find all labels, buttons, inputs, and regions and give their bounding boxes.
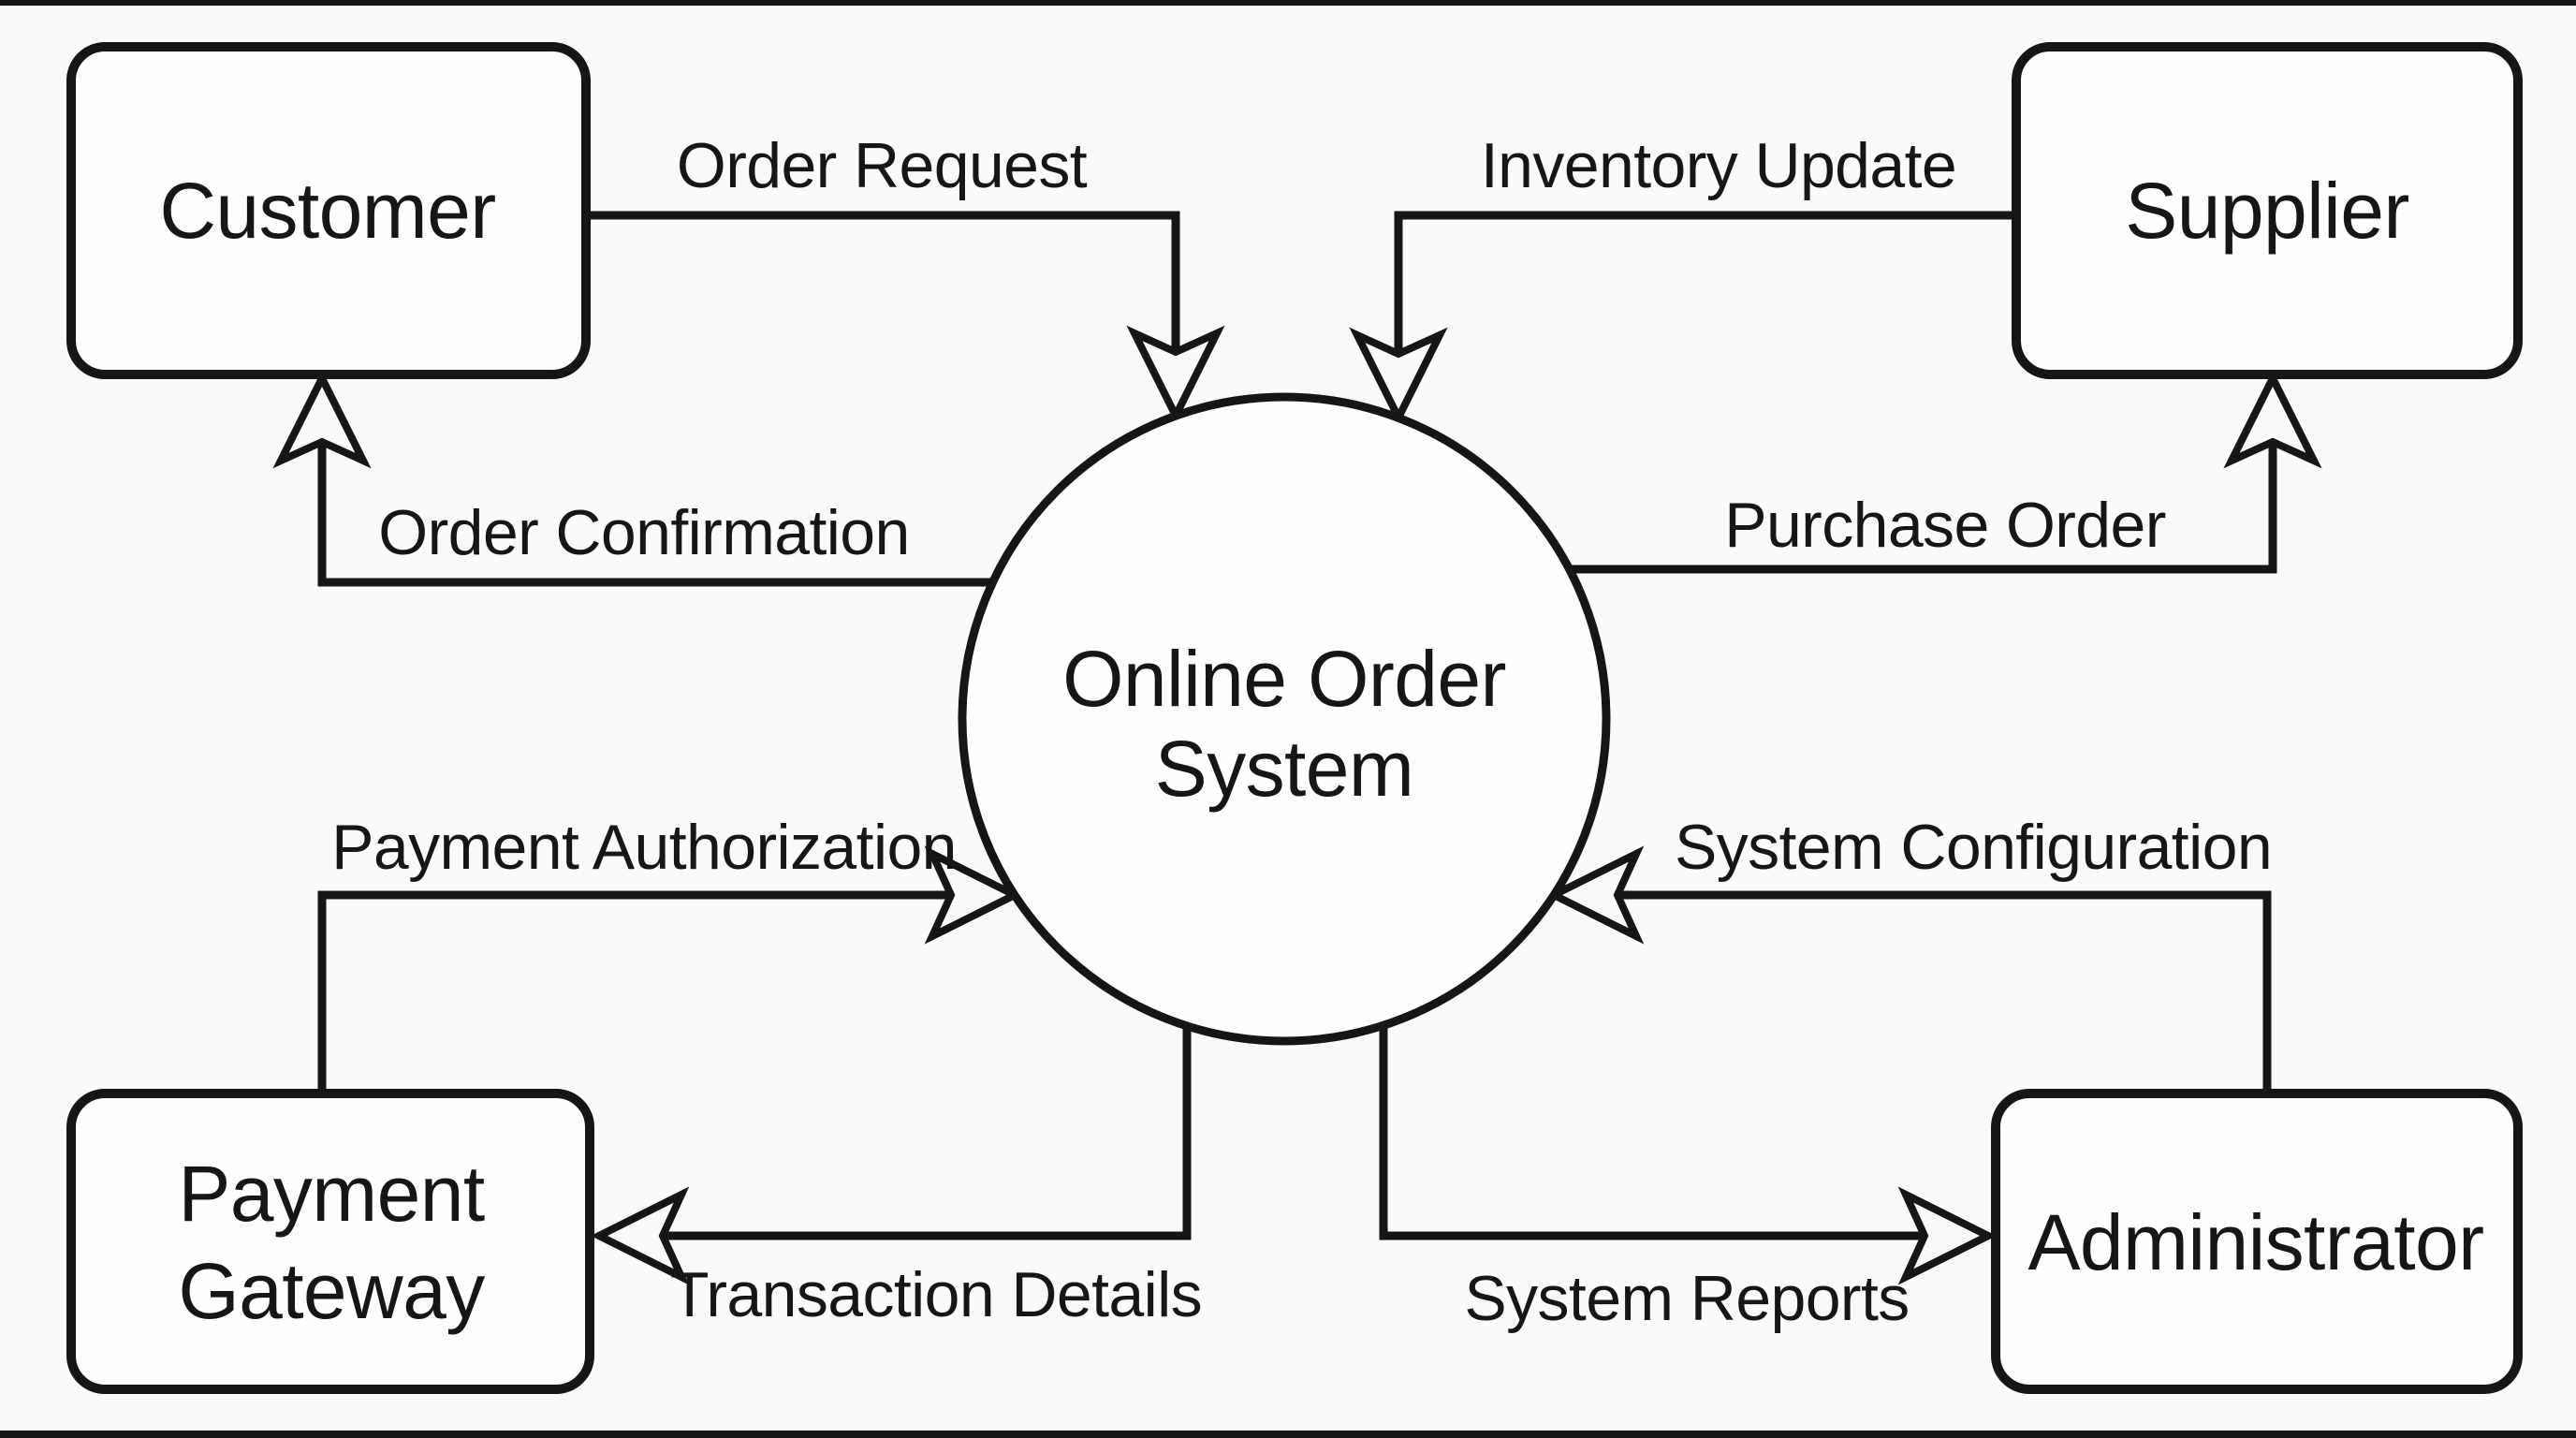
- flow-order-request: Order Request: [586, 130, 1225, 424]
- process-label-line1: Online Order: [1062, 635, 1506, 723]
- flow-payment-authorization-label: Payment Authorization: [331, 812, 957, 883]
- flow-transaction-details-line: [665, 1026, 1192, 1240]
- flow-order-request-arrowhead-icon: [1126, 325, 1225, 424]
- process-circle: [958, 392, 1611, 1046]
- flow-system-reports: System Reports: [1379, 1026, 1997, 1334]
- flow-order-request-line: [586, 211, 1180, 350]
- flow-payment-authorization: Payment Authorization: [317, 812, 1023, 1093]
- flow-order-confirmation: Order Confirmation: [272, 370, 992, 587]
- entity-payment-gateway-box: [66, 1089, 594, 1394]
- entity-administrator-box: [1991, 1089, 2523, 1394]
- process-label-line2: System: [1155, 725, 1413, 813]
- flow-purchase-order-label: Purchase Order: [1724, 490, 2166, 561]
- flow-transaction-details: Transaction Details: [591, 1026, 1203, 1330]
- entity-customer: Customer: [66, 42, 591, 379]
- flow-payment-authorization-line: [317, 890, 949, 1093]
- flow-purchase-order-arrowhead-icon: [2223, 370, 2322, 469]
- entity-customer-label: Customer: [159, 167, 495, 255]
- flow-order-confirmation-line: [317, 444, 992, 587]
- entity-payment-gateway-label-line2: Gateway: [178, 1247, 485, 1335]
- process-label-text2: System: [1155, 725, 1413, 813]
- entity-supplier-box: [2012, 42, 2523, 379]
- flow-system-reports-arrowhead-icon: [1897, 1186, 1997, 1285]
- flow-order-request-label: Order Request: [677, 130, 1088, 201]
- flow-purchase-order-line: [1569, 444, 2277, 574]
- entity-supplier-label: Supplier: [2125, 167, 2408, 255]
- entity-payment-gateway: Payment Gateway: [66, 1089, 594, 1394]
- flow-transaction-details-arrowhead-icon: [591, 1186, 690, 1285]
- top-edge-line: [0, 0, 2576, 6]
- entity-administrator: Administrator: [1991, 1089, 2523, 1394]
- flow-order-confirmation-arrowhead-icon: [272, 370, 372, 469]
- bottom-edge-line: [0, 1431, 2576, 1438]
- flow-purchase-order: Purchase Order: [1569, 370, 2322, 574]
- entity-customer-box: [66, 42, 591, 379]
- entity-payment-gateway-label-text2: Gateway: [178, 1247, 485, 1335]
- flow-system-configuration-line: [1619, 890, 2272, 1093]
- process-online-order-system: Online Order System: [958, 392, 1611, 1046]
- entity-administrator-label: Administrator: [2027, 1198, 2483, 1286]
- flow-order-confirmation-label: Order Confirmation: [378, 497, 909, 568]
- flow-system-reports-line: [1379, 1026, 1923, 1240]
- flow-transaction-details-label: Transaction Details: [670, 1259, 1202, 1330]
- flow-system-reports-label: System Reports: [1464, 1263, 1909, 1334]
- flow-payment-authorization-arrowhead-icon: [924, 845, 1023, 945]
- flow-inventory-update-line: [1394, 211, 2016, 352]
- flow-system-configuration-arrowhead-icon: [1545, 845, 1645, 945]
- process-label-text1: Online Order: [1062, 635, 1506, 723]
- flow-inventory-update: Inventory Update: [1349, 130, 2016, 426]
- flow-inventory-update-label: Inventory Update: [1481, 130, 1956, 201]
- flow-inventory-update-arrowhead-icon: [1349, 327, 1448, 426]
- entity-payment-gateway-label-line1: Payment: [178, 1150, 485, 1238]
- flow-system-configuration-label: System Configuration: [1675, 812, 2272, 883]
- entity-payment-gateway-label-text1: Payment: [178, 1150, 485, 1238]
- flow-system-configuration: System Configuration: [1545, 812, 2273, 1093]
- entity-supplier: Supplier: [2012, 42, 2523, 379]
